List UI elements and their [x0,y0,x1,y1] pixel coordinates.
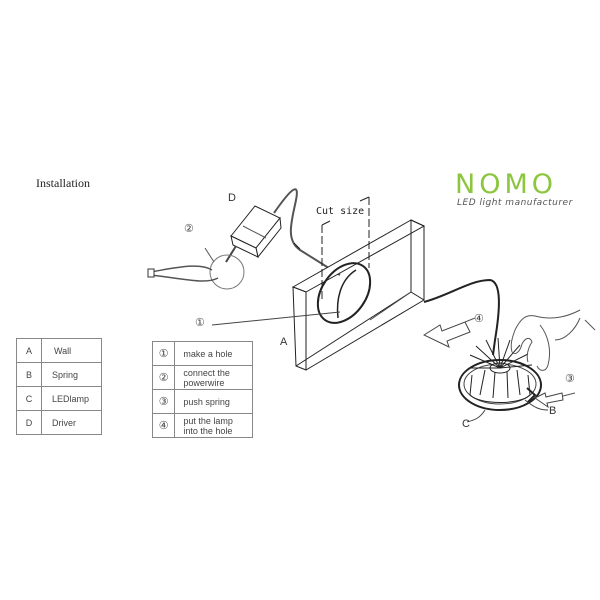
label-ledlamp: C [462,418,470,430]
hand-icon [510,309,596,371]
step-marker-4: ④ [474,313,484,325]
part-label: Spring [41,362,102,387]
label-wall: A [280,336,288,348]
part-label: Driver [41,410,102,435]
step-marker-3: ③ [565,373,575,385]
page-title: Installation [36,176,90,190]
wall-icon [291,196,426,371]
step-key: ② [151,365,176,390]
driver-icon [225,188,341,276]
step-marker-2: ② [184,223,194,235]
led-lamp-icon [458,337,542,411]
label-spring: B [549,405,557,417]
step-marker-1: ① [195,317,205,329]
step-key: ④ [151,413,176,438]
step-label: push spring [174,389,253,414]
step-key: ① [151,341,176,366]
step-label: connect the powerwire [174,365,253,390]
logo-name: NOMO [455,169,557,200]
part-key: C [16,386,42,411]
step-label: make a hole [174,341,253,366]
logo-tagline: LED light manufacturer [457,198,573,208]
brand-logo: NOMO LED light manufacturer [455,169,573,209]
step-key: ③ [151,389,176,414]
part-key: A [16,338,42,363]
part-key: D [16,410,42,435]
label-driver: D [228,192,236,204]
part-label: Wall [41,338,102,363]
cut-size-label: Cut size [316,206,365,217]
step-label: put the lamp into the hole [174,413,253,438]
part-label: LEDlamp [41,386,102,411]
part-key: B [16,362,42,387]
